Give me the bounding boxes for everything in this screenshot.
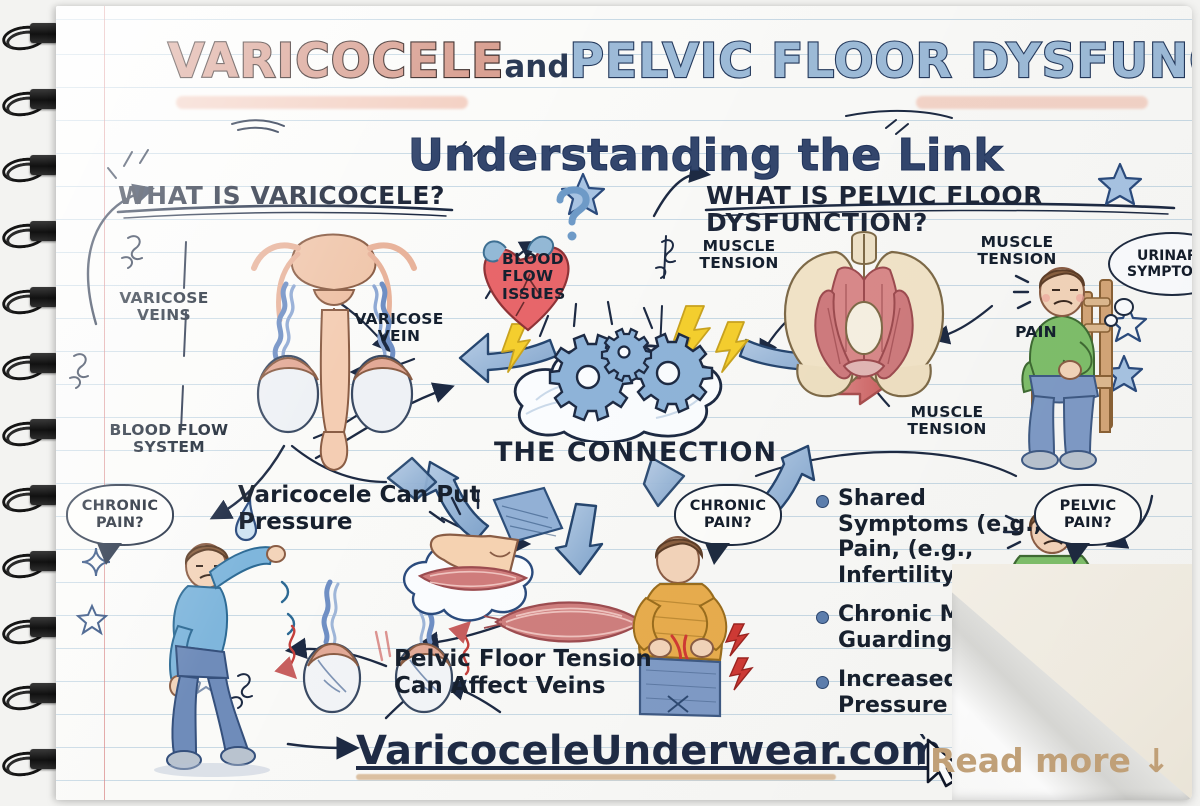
speech-tail-inner xyxy=(1067,543,1085,559)
speech-tail-inner xyxy=(707,543,725,559)
list-item: Increased Pelvic Pressure xyxy=(816,667,1051,718)
spiral-ring xyxy=(0,352,58,383)
label-pain: PAIN xyxy=(1015,323,1057,341)
section-heading-pelvic-floor: WHAT IS PELVIC FLOOR DYSFUNCTION? xyxy=(706,181,1044,237)
spiral-ring xyxy=(0,616,58,647)
title-subtitle: Understanding the Link xyxy=(407,129,1004,181)
url-underline xyxy=(356,774,836,780)
spiral-clip xyxy=(30,683,58,703)
speech-bubble-text: CHRONIC PAIN? xyxy=(81,498,159,531)
thought-bubble-urinary-symptoms: URINARY SYMPTOMS xyxy=(1104,232,1192,327)
spiral-clip xyxy=(30,23,58,43)
title-highlight-right xyxy=(916,96,1148,109)
thought-lobe-large xyxy=(1114,298,1134,316)
label-blood-flow-system: BLOOD FLOW SYSTEM xyxy=(109,421,229,457)
spiral-ring xyxy=(0,484,58,515)
spiral-clip xyxy=(30,551,58,571)
label-varicose-veins: VARICOSE VEINS xyxy=(119,289,209,325)
spiral-binding xyxy=(0,0,60,806)
spiral-ring xyxy=(0,418,58,449)
thought-lobe-small xyxy=(1104,314,1118,327)
spiral-clip xyxy=(30,89,58,109)
spiral-clip xyxy=(30,749,58,769)
spiral-ring xyxy=(0,550,58,581)
speech-bubble-text: PELVIC PAIN? xyxy=(1059,498,1117,531)
label-blood-flow-issues: BLOOD FLOW ISSUES xyxy=(502,250,566,303)
connection-cloud-gears xyxy=(496,322,776,442)
spiral-clip xyxy=(30,155,58,175)
spiral-clip xyxy=(30,353,58,373)
list-item: Shared Symptoms (e.g., Pain, (e.g., Infe… xyxy=(816,486,1051,588)
spiral-clip xyxy=(30,485,58,505)
spiral-ring xyxy=(0,682,58,713)
title-pelvic-floor-dysfunction: PELVIC FLOOR DYSFUNCTION: xyxy=(568,33,1192,90)
speech-tail-inner xyxy=(99,543,117,559)
list-item-label: Shared Symptoms (e.g., Pain, (e.g., Infe… xyxy=(838,486,1042,588)
spiral-clip xyxy=(30,419,58,439)
read-more-label[interactable]: Read more ↓ xyxy=(929,741,1170,781)
thought-bubble-text: URINARY SYMPTOMS xyxy=(1108,232,1192,296)
statement-varicocele-pressure: Varicocele Can Put Pressure xyxy=(238,482,481,536)
spiral-ring xyxy=(0,22,58,53)
list-item: Chronic Muscle Guarding xyxy=(816,602,1051,653)
list-item-label: Increased Pelvic Pressure xyxy=(838,667,1041,718)
label-muscle-tension-top: MUSCLE TENSION xyxy=(977,233,1057,269)
spiral-ring xyxy=(0,154,58,185)
label-varicose-vein: VARICOSE VEIN xyxy=(354,310,444,346)
section-heading-varicocele: WHAT IS VARICOCELE? xyxy=(118,181,446,210)
website-url-link[interactable]: VaricoceleUnderwear.com xyxy=(356,728,943,774)
spiral-ring xyxy=(0,220,58,251)
spiral-clip xyxy=(30,221,58,241)
section-heading-connection: THE CONNECTION xyxy=(494,437,778,468)
bullet-dot-icon xyxy=(816,495,829,508)
label-muscle-tension-bottom: MUSCLE TENSION xyxy=(907,403,987,439)
spiral-ring xyxy=(0,748,58,779)
speech-bubble-text: CHRONIC PAIN? xyxy=(689,498,767,531)
spiral-clip xyxy=(30,617,58,637)
title-highlight-left xyxy=(176,96,468,109)
title-and: and xyxy=(504,49,570,85)
title-line-1: VARICOCELEandPELVIC FLOOR DYSFUNCTION: xyxy=(167,33,1192,90)
connection-bullet-list: Shared Symptoms (e.g., Pain, (e.g., Infe… xyxy=(816,486,1051,732)
title-varicocele: VARICOCELE xyxy=(167,33,505,90)
notebook-page: VARICOCELEandPELVIC FLOOR DYSFUNCTION: U… xyxy=(56,6,1192,800)
speech-bubble-chronic-pain-center: CHRONIC PAIN? xyxy=(674,484,782,565)
label-muscle-tension-left: MUSCLE TENSION xyxy=(699,237,779,273)
list-item-label: Chronic Muscle Guarding xyxy=(838,602,1026,653)
spiral-ring xyxy=(0,88,58,119)
spiral-ring xyxy=(0,286,58,317)
infographic-title: VARICOCELEandPELVIC FLOOR DYSFUNCTION: U… xyxy=(167,33,1192,182)
statement-pelvic-floor-tension: Pelvic Floor Tension Can Affect Veins xyxy=(394,646,652,700)
margin-line xyxy=(104,6,105,800)
spiral-clip xyxy=(30,287,58,307)
bullet-dot-icon xyxy=(816,611,829,625)
speech-bubble-chronic-pain-left: CHRONIC PAIN? xyxy=(66,484,174,565)
bullet-dot-icon xyxy=(816,676,829,690)
